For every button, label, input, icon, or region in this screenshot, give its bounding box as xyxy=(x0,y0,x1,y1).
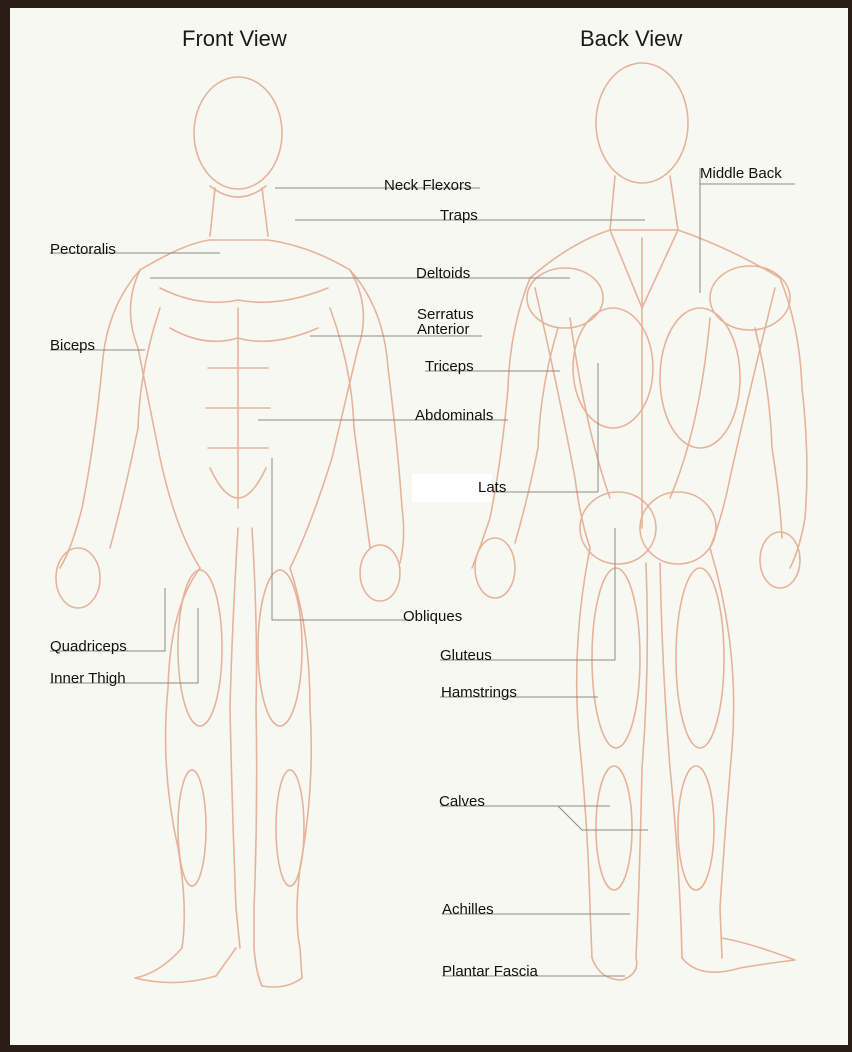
label-achilles: Achilles xyxy=(442,902,494,917)
label-biceps: Biceps xyxy=(50,338,95,353)
label-lats: Lats xyxy=(478,480,506,495)
label-inner-thigh: Inner Thigh xyxy=(50,671,126,686)
label-pectoralis: Pectoralis xyxy=(50,242,116,257)
label-obliques: Obliques xyxy=(403,609,462,624)
label-serratus-line2: Anterior xyxy=(417,323,470,337)
label-quadriceps: Quadriceps xyxy=(50,639,127,654)
label-deltoids: Deltoids xyxy=(416,266,470,281)
label-middle-back: Middle Back xyxy=(700,166,782,181)
front-view-title: Front View xyxy=(182,26,287,52)
label-serratus-line1: Serratus xyxy=(417,308,474,322)
back-view-title: Back View xyxy=(580,26,682,52)
label-gluteus: Gluteus xyxy=(440,648,492,663)
label-hamstrings: Hamstrings xyxy=(441,685,517,700)
label-traps: Traps xyxy=(440,208,478,223)
label-abdominals: Abdominals xyxy=(415,408,493,423)
label-triceps: Triceps xyxy=(425,359,474,374)
back-figure xyxy=(472,63,807,980)
anatomy-illustration xyxy=(10,8,848,1045)
front-figure xyxy=(56,77,404,987)
label-neck-flexors: Neck Flexors xyxy=(384,178,472,193)
label-plantar-fascia: Plantar Fascia xyxy=(442,964,538,979)
diagram-frame: Front View Back View Neck Flexors Traps … xyxy=(10,8,848,1045)
label-calves: Calves xyxy=(439,794,485,809)
